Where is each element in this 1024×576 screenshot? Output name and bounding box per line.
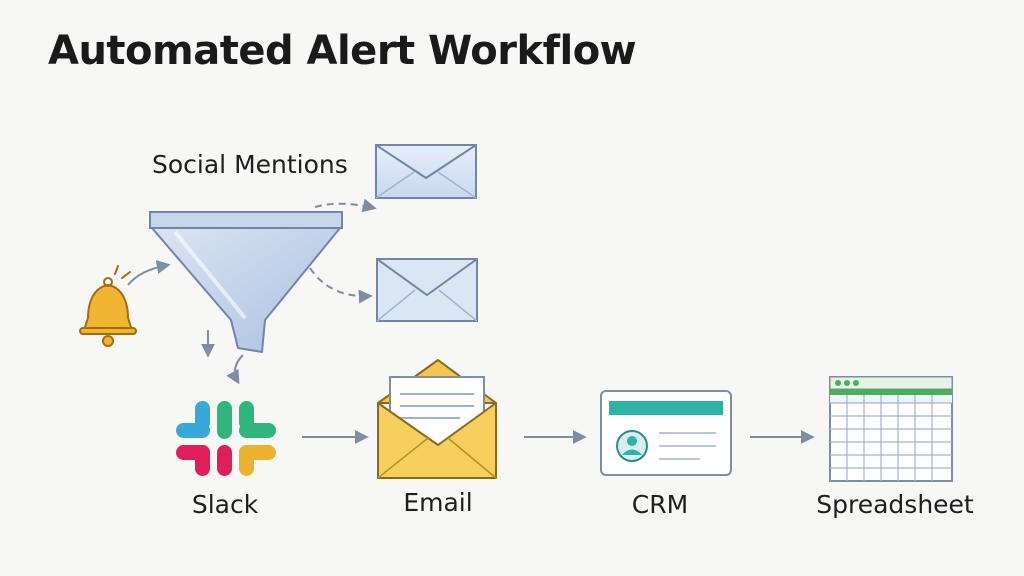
spreadsheet-label: Spreadsheet xyxy=(816,490,974,519)
social-mentions-label: Social Mentions xyxy=(152,150,348,179)
email-label: Email xyxy=(403,488,473,517)
spreadsheet-icon xyxy=(829,376,953,482)
dashed-connector xyxy=(314,198,377,213)
envelope-icon xyxy=(375,144,477,199)
crm-label: CRM xyxy=(631,490,689,519)
page-title: Automated Alert Workflow xyxy=(48,28,637,74)
funnel-icon xyxy=(149,211,343,353)
slack-label: Slack xyxy=(191,490,259,519)
contact-card-icon xyxy=(600,390,732,476)
flow-arrow xyxy=(127,260,171,286)
envelope-icon xyxy=(376,258,478,322)
slack-icon xyxy=(176,401,276,476)
flow-arrow xyxy=(226,354,244,385)
open-envelope-icon xyxy=(377,359,497,479)
dashed-connector xyxy=(309,267,373,304)
bell-icon xyxy=(79,265,137,347)
